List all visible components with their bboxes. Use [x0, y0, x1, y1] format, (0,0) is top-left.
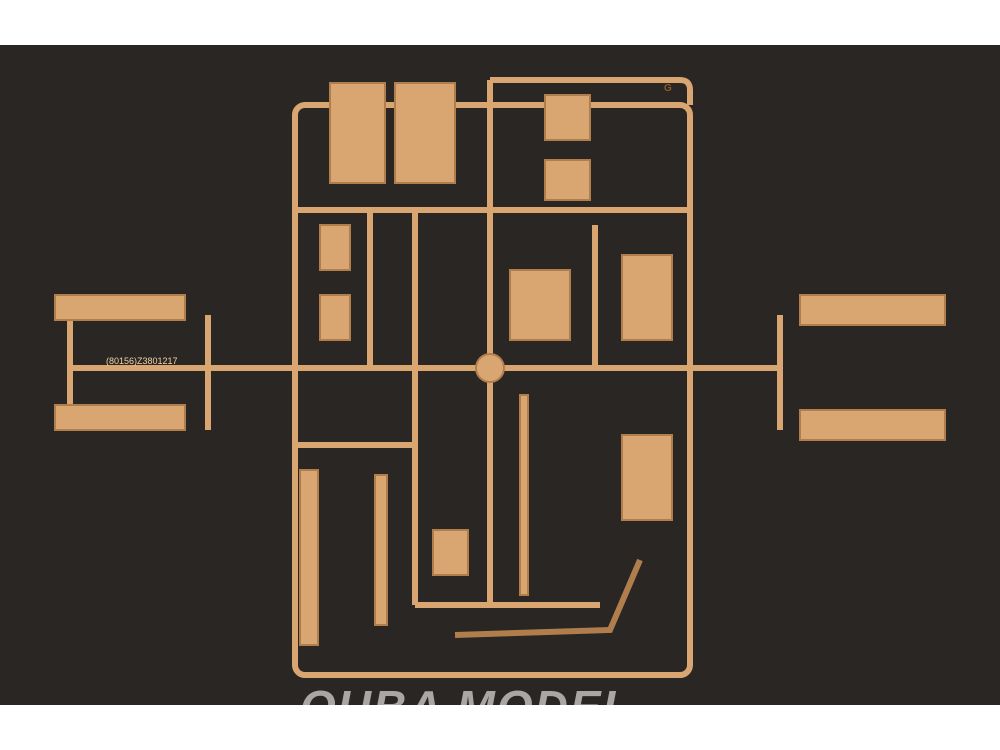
sprue-photo: G (80156)Z3801217 OUBA MODEL — [0, 45, 1000, 705]
watermark-text: OUBA MODEL — [300, 680, 633, 705]
sprue-letter-label: G — [664, 83, 672, 94]
parts — [54, 82, 946, 646]
sprue-code-text: (80156)Z3801217 — [106, 356, 178, 366]
sprue-drawing — [54, 77, 946, 678]
